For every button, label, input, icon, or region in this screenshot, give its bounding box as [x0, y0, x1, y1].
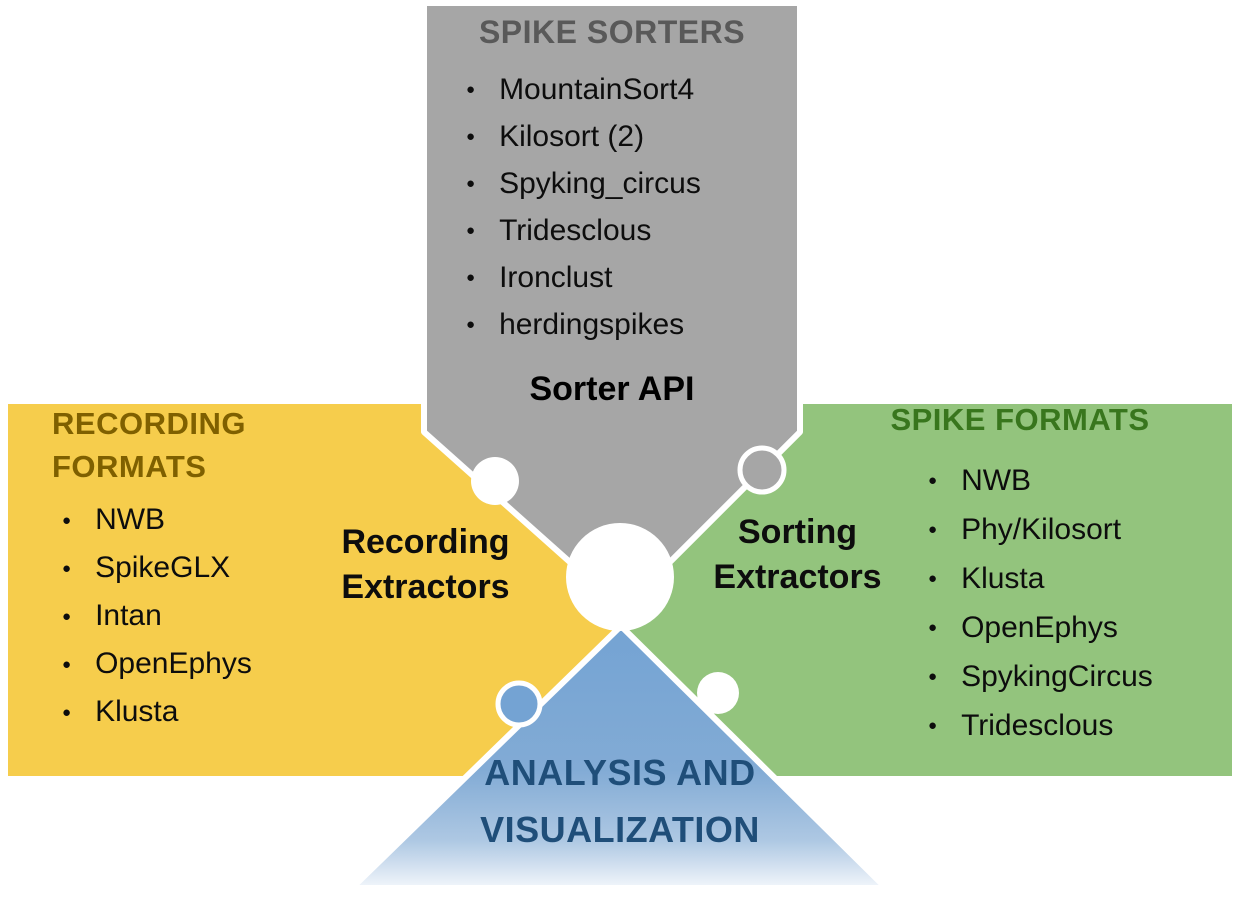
list-item-label: NWB: [95, 503, 166, 536]
bullet-icon: ●: [928, 668, 938, 685]
list-item: ● Klusta: [928, 554, 1153, 603]
list-item: ● herdingspikes: [466, 301, 701, 348]
bullet-icon: ●: [62, 703, 72, 721]
list-item-label: OpenEphys: [961, 610, 1118, 644]
sorting-extractors-label: Sorting Extractors: [713, 513, 882, 596]
list-item: ● Spyking_circus: [466, 160, 701, 207]
spike-sorters-list: ● MountainSort4 ● Kilosort (2) ● Spyking_circ…: [466, 66, 701, 348]
list-item: ● SpikeGLX: [62, 544, 252, 592]
list-item-label: Tridesclous: [961, 708, 1114, 742]
list-item: ● NWB: [62, 496, 252, 544]
bullet-icon: ●: [928, 717, 938, 734]
bullet-icon: ●: [466, 222, 476, 239]
list-item-label: Klusta: [95, 695, 179, 728]
bullet-icon: ●: [928, 521, 938, 538]
list-item: ● Intan: [62, 592, 252, 640]
recording-formats-list: ● NWB ● SpikeGLX ● Intan ● OpenEphys ● Klusta: [62, 496, 252, 736]
analysis-piece: [349, 623, 889, 891]
list-item: ● OpenEphys: [928, 603, 1153, 652]
bullet-icon: ●: [62, 559, 72, 577]
bullet-icon: ●: [62, 607, 72, 625]
list-item-label: SpikeGLX: [95, 551, 231, 584]
list-item-label: Phy/Kilosort: [961, 512, 1122, 546]
list-item-label: OpenEphys: [95, 647, 252, 680]
list-item-label: SpykingCircus: [961, 659, 1153, 693]
center-circle: [566, 523, 674, 631]
list-item-label: MountainSort4: [499, 72, 695, 106]
bullet-icon: ●: [62, 655, 72, 673]
list-item-label: Klusta: [961, 561, 1045, 595]
bullet-icon: ●: [928, 472, 938, 489]
analysis-puzzle-knob: [495, 680, 543, 728]
bullet-icon: ●: [928, 570, 938, 587]
list-item-label: herdingspikes: [499, 307, 685, 341]
recording-extractors-label: Recording Extractors: [341, 523, 510, 606]
bullet-icon: ●: [62, 511, 72, 529]
analysis-puzzle-notch: [697, 672, 739, 714]
spike-formats-title: SPIKE FORMATS: [890, 402, 1150, 437]
list-item: ● Klusta: [62, 688, 252, 736]
list-item-label: NWB: [961, 463, 1032, 497]
bullet-icon: ●: [466, 269, 476, 286]
spike-formats-list: ● NWB ● Phy/Kilosort ● Klusta ● OpenEphys ● Spyki…: [928, 456, 1153, 750]
list-item-label: Spyking_circus: [499, 166, 701, 200]
bullet-icon: ●: [466, 128, 476, 145]
spike-sorters-title: SPIKE SORTERS: [478, 14, 746, 50]
list-item-label: Ironclust: [499, 260, 613, 294]
list-item: ● OpenEphys: [62, 640, 252, 688]
list-item: ● SpykingCircus: [928, 652, 1153, 701]
list-item-label: Intan: [95, 599, 162, 632]
sorter-puzzle-notch: [471, 457, 519, 505]
bullet-icon: ●: [466, 175, 476, 192]
bullet-icon: ●: [466, 81, 476, 98]
list-item: ● Ironclust: [466, 254, 701, 301]
list-item: ● Kilosort (2): [466, 113, 701, 160]
sorter-puzzle-knob: [737, 445, 787, 495]
recording-formats-title: RECORDING FORMATS: [52, 406, 246, 484]
sorter-api-label: Sorter API: [529, 370, 695, 408]
bullet-icon: ●: [466, 316, 476, 333]
list-item: ● Tridesclous: [466, 207, 701, 254]
analysis-visualization-title: ANALYSIS AND VISUALIZATION: [480, 752, 760, 850]
list-item-label: Kilosort (2): [499, 119, 645, 153]
list-item-label: Tridesclous: [499, 213, 652, 247]
bullet-icon: ●: [928, 619, 938, 636]
list-item: ● Phy/Kilosort: [928, 505, 1153, 554]
list-item: ● Tridesclous: [928, 701, 1153, 750]
list-item: ● MountainSort4: [466, 66, 701, 113]
list-item: ● NWB: [928, 456, 1153, 505]
